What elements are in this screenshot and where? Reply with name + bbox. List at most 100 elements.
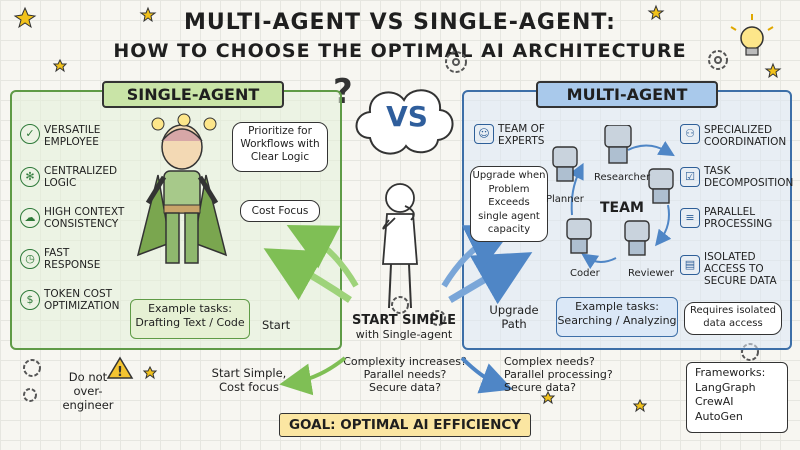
role-reviewer: Reviewer (628, 268, 674, 279)
feature-line: DECOMPOSITION (704, 177, 794, 189)
blue-arrow-downright (460, 356, 513, 394)
person-check-icon: ✓ (20, 124, 40, 144)
lightbulb-icon (151, 117, 165, 131)
role-researcher: Researcher (594, 172, 651, 183)
bubble-line: capacity (487, 224, 531, 235)
feature-line: CONSISTENCY (44, 218, 119, 230)
feature-line: RESPONSE (44, 259, 101, 271)
feature-line: OPTIMIZATION (44, 300, 120, 312)
gear-icon (391, 296, 409, 314)
start-simple-label: START SIMPLE (352, 313, 456, 328)
framework-item: AutoGen (695, 409, 743, 423)
team-experts-icon: ☺ (474, 124, 494, 144)
idea-bulbs (151, 113, 217, 131)
note-line: Cost focus (219, 380, 279, 394)
star-icon (139, 6, 157, 23)
star-icon (540, 390, 556, 405)
feature-line: VERSATILE (44, 124, 101, 136)
upgrade-bubble: Upgrade when Problem Exceeds single agen… (470, 166, 548, 242)
warning-icon: ! (106, 356, 134, 380)
example-title: Example tasks: (575, 300, 659, 313)
frameworks-box: Frameworks: LangGraph CrewAI AutoGen (686, 362, 788, 433)
do-not-over-engineer: Do not over-engineer (48, 370, 128, 412)
upgrade-path-line: Upgrade (489, 303, 539, 317)
role-planner: Planner (546, 194, 584, 205)
star-icon (632, 398, 648, 413)
question-line: Secure data? (369, 381, 441, 394)
single-example-box: Example tasks: Drafting Text / Code (130, 299, 250, 339)
feature-line: PARALLEL (704, 206, 756, 218)
multi-example-box: Example tasks: Searching / Analyzing (556, 297, 678, 337)
feature-line: ISOLATED (704, 251, 756, 263)
upgrade-path-label: Upgrade Path (484, 303, 544, 331)
lightbulb-icon (730, 14, 774, 56)
green-arrow-upleft-2 (286, 224, 359, 288)
feature-line: LOGIC (44, 177, 77, 189)
frameworks-title: Frameworks: (695, 366, 766, 379)
green-arrow-downleft (279, 356, 347, 396)
vs-label: VS (386, 100, 428, 133)
requires-bubble: Requires isolated data access (684, 302, 782, 335)
bubble-line: Clear Logic (250, 151, 310, 163)
checklist-icon: ☑ (680, 167, 700, 187)
superhero-agent-illustration (136, 124, 228, 264)
example-title: Example tasks: (148, 302, 232, 315)
bubble-line: single agent (478, 210, 540, 222)
team-label: TEAM (600, 200, 644, 216)
lightbulb-icon (177, 113, 191, 127)
svg-text:!: ! (117, 365, 123, 380)
feature-line: SPECIALIZED (704, 124, 773, 136)
cost-focus-bubble: Cost Focus (240, 200, 320, 222)
bubble-line: Upgrade when (472, 170, 546, 181)
question-line: Complexity increases? (343, 355, 467, 368)
feature-line: FAST (44, 247, 70, 259)
bubble-line: Requires isolated (690, 305, 776, 316)
note-line: Start Simple, (211, 366, 287, 380)
feature-line: CENTRALIZED (44, 165, 118, 177)
feature-line: TOKEN COST (44, 288, 113, 300)
robot-team-illustration (552, 125, 674, 256)
gear-icon (430, 310, 446, 326)
star-icon (764, 62, 782, 79)
multi-agent-banner: MULTI-AGENT (536, 81, 718, 108)
feature-line: ACCESS TO (704, 263, 764, 275)
bubble-line: Workflows with (240, 138, 320, 150)
feature-line: PROCESSING (704, 218, 773, 230)
gear-icon (23, 388, 37, 402)
feature-line: COORDINATION (704, 136, 787, 148)
parallel-bars-icon: ≡ (680, 208, 700, 228)
star-icon (13, 6, 37, 29)
workflow-bubble: Prioritize for Workflows with Clear Logi… (232, 122, 328, 172)
question-line: Parallel needs? (363, 368, 447, 381)
title-line-1: MULTI-AGENT VS SINGLE-AGENT: (184, 10, 616, 35)
vs-cloud (355, 89, 454, 155)
team-of-experts: TEAM OF EXPERTS (498, 123, 568, 147)
upgrade-path-line: Path (501, 317, 527, 331)
feature-line: EXPERTS (498, 135, 545, 147)
gear-icon (445, 51, 467, 73)
database-lock-icon: ▤ (680, 255, 700, 275)
note-line: Parallel processing? (504, 368, 613, 381)
feature-line: TEAM OF (498, 123, 545, 135)
feature-line: SECURE DATA (704, 275, 777, 287)
network-icon: ⚇ (680, 124, 700, 144)
framework-item: CrewAI (695, 395, 734, 408)
robot-icon (552, 125, 674, 256)
gear-icon (708, 50, 728, 70)
star-icon (52, 58, 68, 73)
example-text: Drafting Text / Code (135, 316, 245, 329)
note-line: Secure data? (504, 381, 576, 394)
gear-icon (23, 359, 41, 377)
brain-icon: ☁ (20, 208, 40, 228)
star-icon (647, 4, 665, 21)
role-coder: Coder (570, 268, 600, 279)
bubble-line: Problem (488, 183, 530, 195)
lightbulb-icon (203, 117, 217, 131)
hub-icon: ✻ (20, 167, 40, 187)
goal-banner: GOAL: OPTIMAL AI EFFICIENCY (279, 413, 531, 437)
complex-needs-list: Complex needs? Parallel processing? Secu… (504, 355, 624, 394)
title-line-2: HOW TO CHOOSE THE OPTIMAL AI ARCHITECTUR… (113, 40, 687, 62)
stopwatch-icon: ◷ (20, 249, 40, 269)
start-simple-cost-focus: Start Simple, Cost focus (206, 366, 292, 394)
